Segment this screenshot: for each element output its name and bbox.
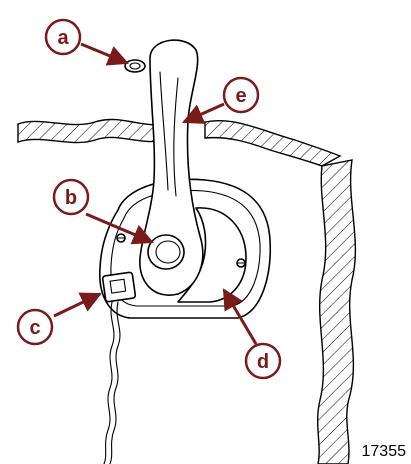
callout-c: c bbox=[18, 310, 52, 344]
callout-e: e bbox=[224, 78, 258, 112]
callout-a: a bbox=[46, 20, 80, 54]
callout-label-a: a bbox=[57, 27, 69, 49]
callout-label-d: d bbox=[257, 351, 269, 373]
throttle-only-button bbox=[148, 235, 184, 269]
callout-b: b bbox=[54, 180, 88, 214]
callout-d: d bbox=[246, 344, 280, 378]
figure-number: 17355 bbox=[362, 443, 407, 460]
callout-label-b: b bbox=[65, 187, 77, 209]
neutral-lock-button bbox=[125, 60, 145, 72]
callout-label-e: e bbox=[235, 85, 246, 107]
callout-label-c: c bbox=[29, 317, 40, 339]
